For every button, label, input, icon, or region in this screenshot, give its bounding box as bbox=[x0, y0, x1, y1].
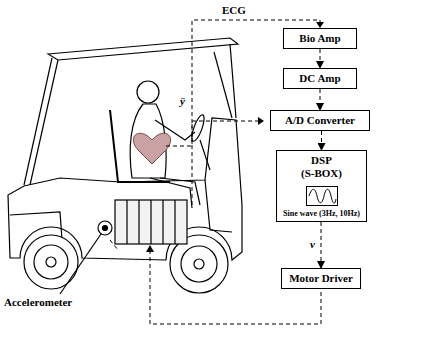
amplifier-box: DC Amp bbox=[283, 68, 357, 89]
box-text: Sine wave (3Hz, 10Hz) bbox=[283, 209, 360, 218]
box-text: DSP bbox=[283, 154, 360, 167]
signal-arrow bbox=[320, 49, 321, 68]
converter-box: A/D Converter bbox=[270, 110, 370, 131]
box-text: DC Amp bbox=[290, 72, 350, 85]
box-text: (S-BOX) bbox=[283, 167, 360, 180]
signal-name: ECG bbox=[222, 4, 246, 17]
signal-name: v bbox=[310, 238, 315, 251]
part-name: Accelerometer bbox=[4, 296, 72, 309]
signal-arrow bbox=[321, 131, 322, 150]
box-text: Motor Driver bbox=[288, 272, 354, 285]
signal-name: ÿ bbox=[180, 95, 185, 108]
signal-arrow bbox=[321, 222, 322, 268]
signal-arrow bbox=[320, 89, 321, 110]
driver-box: Motor Driver bbox=[281, 268, 361, 289]
box-text: Bio Amp bbox=[290, 32, 350, 45]
dsp-box: DSP(S-BOX) Sine wave (3Hz, 10Hz) bbox=[276, 150, 367, 222]
sine-wave-icon bbox=[306, 186, 338, 206]
box-text: A/D Converter bbox=[277, 114, 363, 127]
amplifier-box: Bio Amp bbox=[283, 28, 357, 49]
